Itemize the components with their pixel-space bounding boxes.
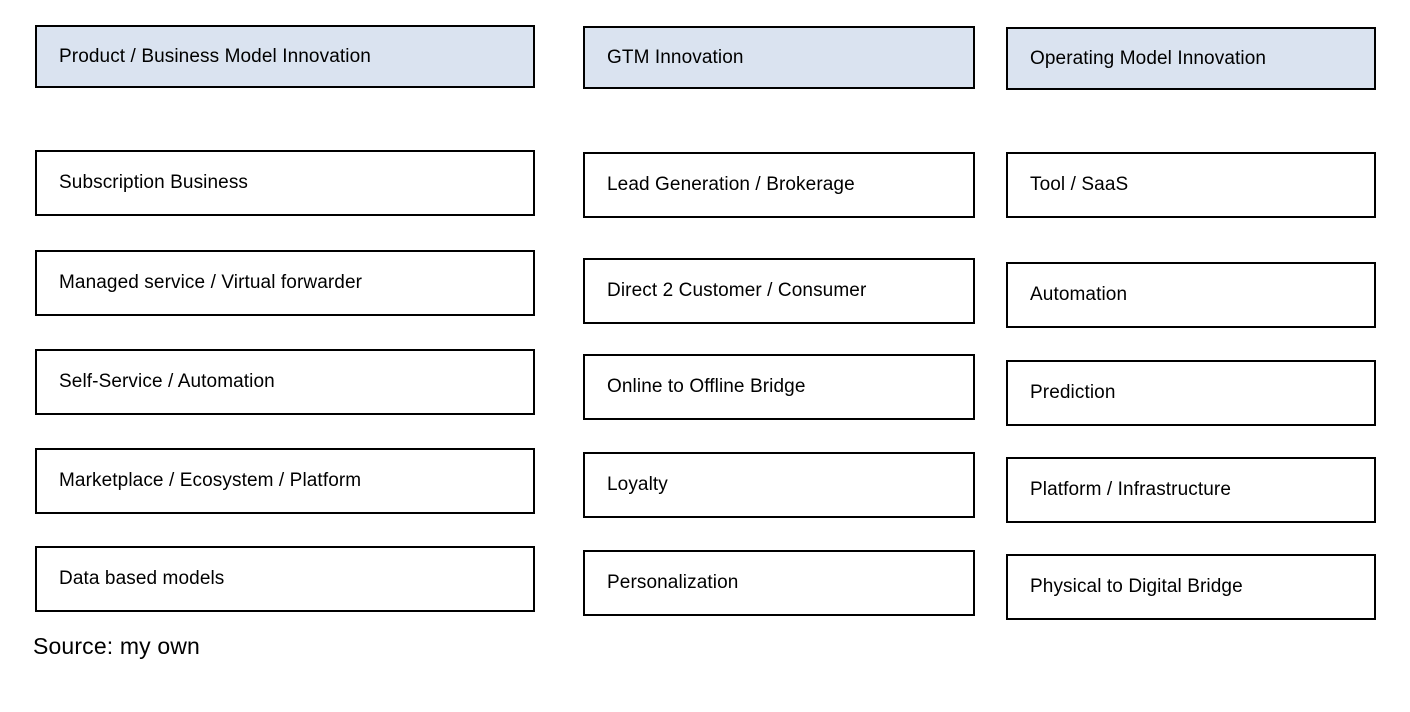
item-box[interactable]: Self-Service / Automation xyxy=(35,349,535,415)
item-label: Lead Generation / Brokerage xyxy=(607,174,855,195)
item-label: Tool / SaaS xyxy=(1030,174,1129,195)
item-label: Physical to Digital Bridge xyxy=(1030,576,1243,597)
item-box[interactable]: Direct 2 Customer / Consumer xyxy=(583,258,975,324)
column-header-operating-model-innovation[interactable]: Operating Model Innovation xyxy=(1006,27,1376,90)
item-label: Loyalty xyxy=(607,474,668,495)
item-box[interactable]: Automation xyxy=(1006,262,1376,328)
item-box[interactable]: Physical to Digital Bridge xyxy=(1006,554,1376,620)
item-label: Automation xyxy=(1030,284,1128,305)
item-label: Platform / Infrastructure xyxy=(1030,479,1232,500)
item-box[interactable]: Subscription Business xyxy=(35,150,535,216)
item-label: Marketplace / Ecosystem / Platform xyxy=(59,470,362,491)
item-box[interactable]: Data based models xyxy=(35,546,535,612)
item-box[interactable]: Personalization xyxy=(583,550,975,616)
item-box[interactable]: Tool / SaaS xyxy=(1006,152,1376,218)
item-box[interactable]: Prediction xyxy=(1006,360,1376,426)
item-label: Managed service / Virtual forwarder xyxy=(59,272,363,293)
item-box[interactable]: Online to Offline Bridge xyxy=(583,354,975,420)
item-label: Direct 2 Customer / Consumer xyxy=(607,280,867,301)
item-label: Prediction xyxy=(1030,382,1116,403)
column-header-label: Product / Business Model Innovation xyxy=(59,45,371,67)
item-box[interactable]: Marketplace / Ecosystem / Platform xyxy=(35,448,535,514)
item-label: Subscription Business xyxy=(59,172,249,193)
column-header-label: Operating Model Innovation xyxy=(1030,47,1267,69)
item-box[interactable]: Platform / Infrastructure xyxy=(1006,457,1376,523)
source-note: Source: my own xyxy=(33,633,200,659)
item-label: Online to Offline Bridge xyxy=(607,376,806,397)
item-box[interactable]: Loyalty xyxy=(583,452,975,518)
item-label: Personalization xyxy=(607,572,739,593)
column-header-label: GTM Innovation xyxy=(607,46,744,68)
item-label: Data based models xyxy=(59,568,225,589)
column-header-product-business-model-innovation[interactable]: Product / Business Model Innovation xyxy=(35,25,535,88)
item-box[interactable]: Managed service / Virtual forwarder xyxy=(35,250,535,316)
item-box[interactable]: Lead Generation / Brokerage xyxy=(583,152,975,218)
column-header-gtm-innovation[interactable]: GTM Innovation xyxy=(583,26,975,89)
item-label: Self-Service / Automation xyxy=(59,371,275,392)
